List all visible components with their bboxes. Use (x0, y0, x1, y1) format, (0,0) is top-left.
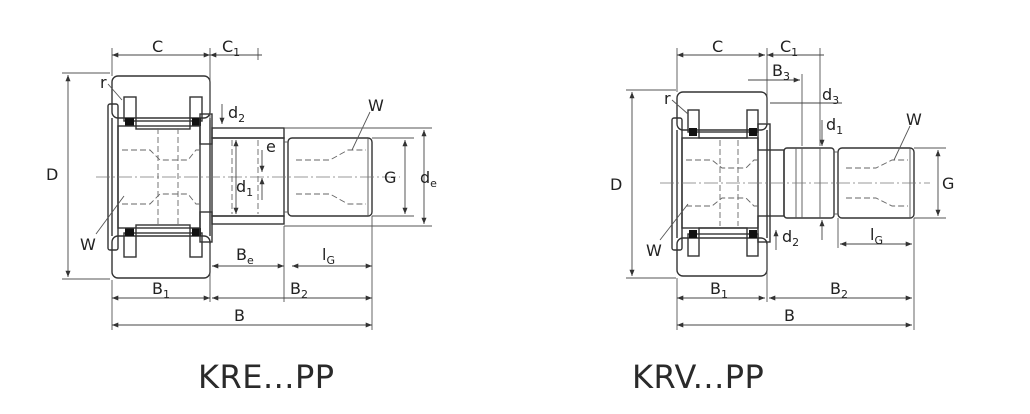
krv-outer-ring (676, 91, 768, 277)
krv-label-d: D (610, 175, 622, 194)
krv-label-d2: d2 (782, 227, 799, 249)
krv-label-b1: B1 (710, 279, 728, 301)
krv-label-b2: B2 (830, 279, 848, 301)
kre-label-b2: B2 (290, 279, 308, 301)
krv-label-b: B (784, 306, 795, 325)
krv-label-w-left: W (646, 241, 662, 260)
krv-label-d1: d1 (826, 115, 843, 137)
kre-label-e: e (266, 137, 276, 156)
kre-label-w-right: W (368, 96, 384, 115)
kre-label-g: G (384, 168, 396, 187)
kre-label-c: C (152, 37, 163, 56)
kre-label-be: Be (236, 245, 254, 267)
krv-caption: KRV...PP (632, 358, 765, 396)
kre-label-lg: lG (322, 245, 335, 267)
krv-label-b3: B3 (772, 61, 790, 83)
kre-bearing-drawing: C C1 r D W W d2 e d1 G de Be lG B1 B2 B (46, 37, 437, 330)
kre-label-de: de (420, 168, 437, 190)
krv-label-r: r (664, 89, 671, 108)
kre-label-b1: B1 (152, 279, 170, 301)
kre-dimensions (62, 48, 432, 330)
krv-label-c1: C1 (780, 37, 798, 59)
krv-label-lg: lG (870, 225, 883, 247)
krv-seals (687, 109, 759, 257)
kre-label-d1: d1 (236, 177, 253, 199)
kre-caption: KRE...PP (198, 358, 335, 396)
krv-bearing-drawing: C C1 B3 r d3 d1 W D G W d2 lG B1 B2 B (610, 37, 954, 330)
krv-dimensions (626, 48, 946, 330)
krv-label-w-right: W (906, 110, 922, 129)
kre-label-d2: d2 (228, 103, 245, 125)
kre-label-b: B (234, 306, 245, 325)
krv-label-g: G (942, 174, 954, 193)
kre-label-d: D (46, 165, 58, 184)
krv-label-c: C (712, 37, 723, 56)
krv-label-d3: d3 (822, 85, 839, 107)
kre-label-w-left: W (80, 235, 96, 254)
kre-label-c1: C1 (222, 37, 240, 59)
kre-seals (123, 96, 203, 258)
kre-label-r: r (100, 73, 107, 92)
